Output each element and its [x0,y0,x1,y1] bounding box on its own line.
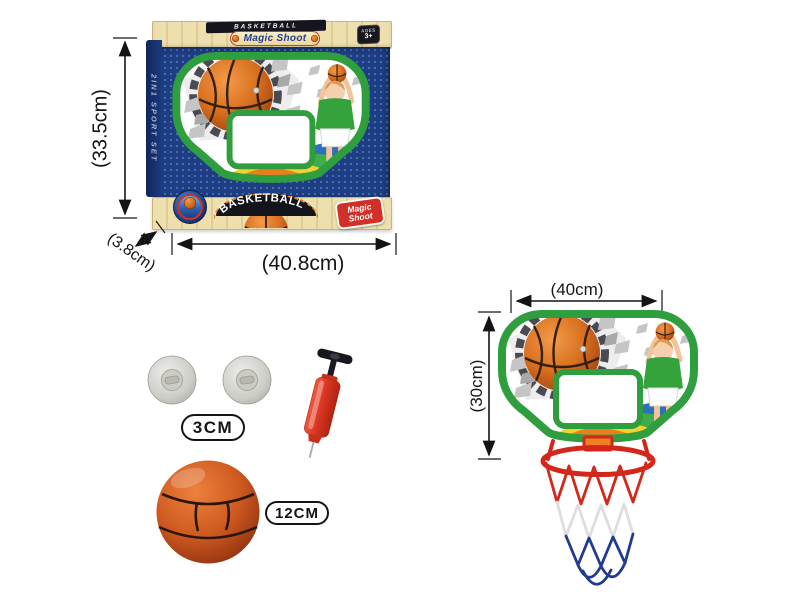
basketball-icon [156,460,260,564]
box-front-face [162,47,390,197]
suction-cup-icon [147,355,197,405]
dim-label-box-width: (40.8cm) [261,252,345,275]
suction-cup-icon [222,355,272,405]
dim-label-box-height: (33.5cm) [89,89,112,168]
dimension-arrows-board [478,290,663,460]
dim-label-board-height: (30cm) [467,359,486,413]
basketball-icon [311,35,319,42]
brand-emblem-icon [173,190,207,224]
pump-icon [304,348,353,458]
brand-banner-label: Magic Shoot [243,33,307,44]
ball-size-label: 12CM [265,501,329,525]
box-side-text: 2IN1 SPORT SET [149,74,159,163]
age-badge: AGES 3+ [357,24,380,45]
age-badge-line2: 3+ [364,32,373,41]
suction-cup-size-label: 3CM [181,414,245,441]
basketball-icon [184,197,196,209]
box-side-panel: 2IN1 SPORT SET [146,40,162,197]
dim-label-box-depth: (3.8cm) [104,230,159,276]
hoop-net-icon [540,435,656,586]
basketball-banner: BASKETBALL [214,192,318,228]
backboard-graphic [502,308,700,450]
basketball-icon [231,35,239,42]
dim-label-board-width: (40cm) [550,280,604,299]
brand-banner: Magic Shoot [230,31,320,46]
